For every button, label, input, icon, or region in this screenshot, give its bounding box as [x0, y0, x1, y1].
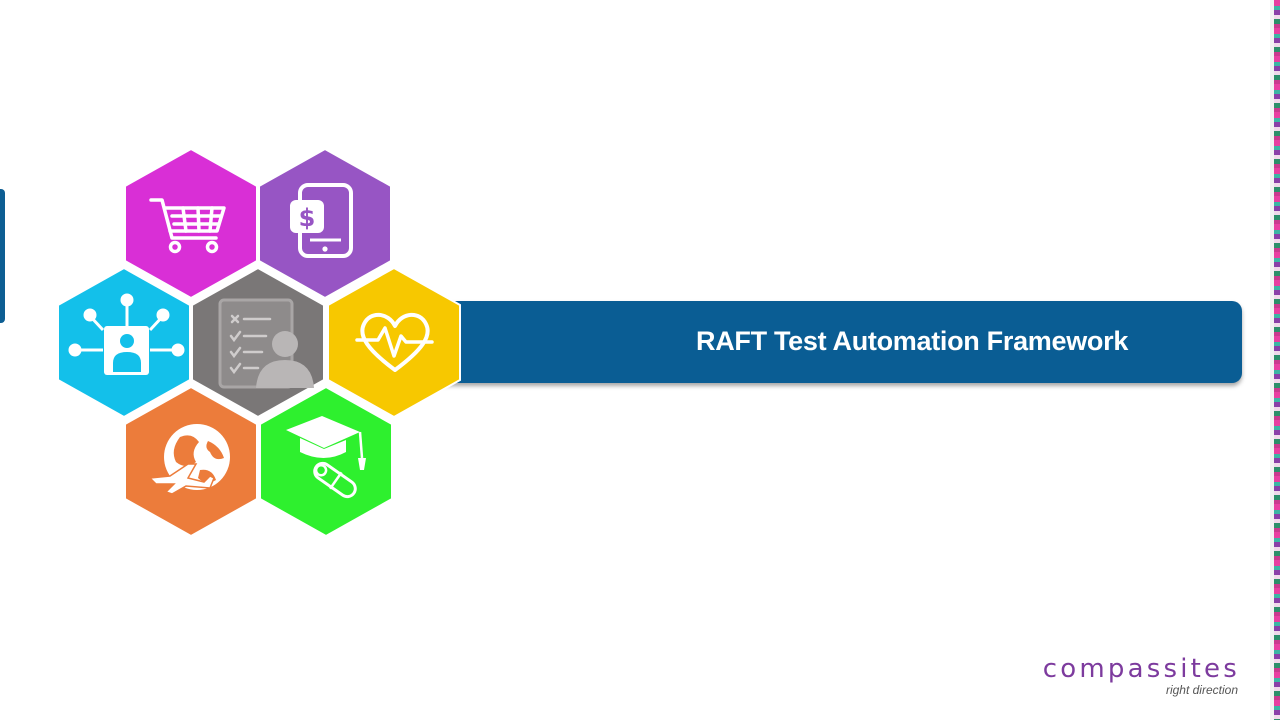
slide-title: RAFT Test Automation Framework — [696, 326, 1129, 356]
right-edge-strip — [1274, 0, 1280, 720]
mobile-payment-icon: $ — [258, 147, 392, 300]
logo-wordmark: compassites — [1042, 654, 1240, 684]
right-edge-gap — [1270, 0, 1274, 720]
heart-health-icon — [327, 266, 461, 419]
title-banner: RAFT Test Automation Framework — [440, 301, 1242, 383]
svg-text:$: $ — [299, 204, 316, 232]
network-user-icon — [57, 266, 191, 419]
logo-tagline: right direction — [1165, 683, 1238, 697]
graduation-icon — [259, 385, 393, 538]
left-edge-tab — [0, 189, 5, 323]
shopping-cart-icon — [124, 147, 258, 300]
company-logo: compassites right direction — [1043, 655, 1240, 697]
hexagon-cluster: $ — [57, 147, 461, 538]
globe-travel-icon — [124, 385, 258, 538]
checklist-user-icon — [191, 266, 325, 419]
